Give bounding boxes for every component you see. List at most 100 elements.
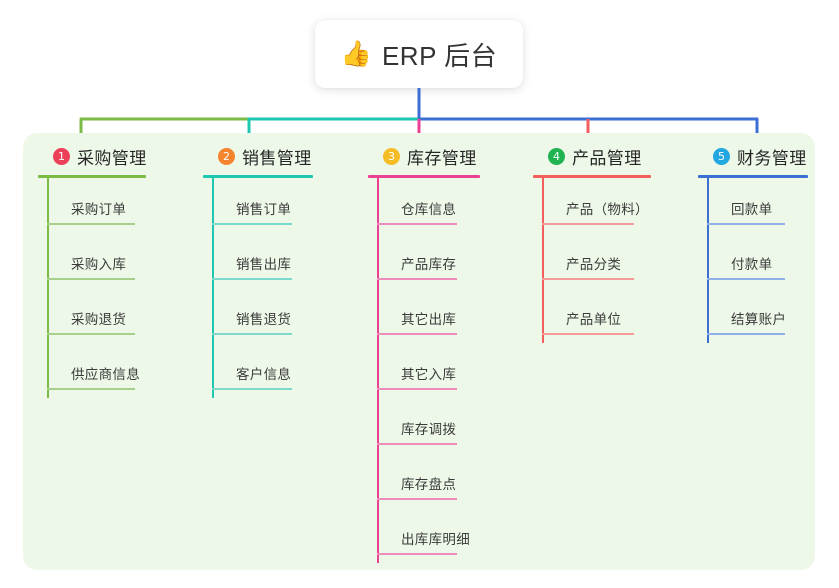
branch-item[interactable]: 采购订单 (38, 178, 150, 233)
branch-column-1: 1 采购管理采购订单采购入库采购退货供应商信息 (38, 143, 150, 398)
branch-title: 财务管理 (737, 148, 807, 168)
branch-item-label: 回款单 (731, 202, 773, 217)
branch-item-underline (212, 333, 292, 335)
branch-item-label: 付款单 (731, 257, 773, 272)
branch-item-label: 采购入库 (71, 257, 127, 272)
branch-badge-2: 2 (218, 147, 235, 165)
branch-item-label: 出库库明细 (401, 532, 470, 547)
branch-item[interactable]: 产品（物料） (533, 178, 651, 233)
branch-item[interactable]: 结算账户 (698, 288, 808, 343)
branch-item[interactable]: 付款单 (698, 233, 808, 288)
branch-item-underline (707, 278, 785, 280)
branch-item-underline (707, 333, 785, 335)
branch-item-underline (47, 388, 135, 390)
branch-spine (707, 178, 709, 343)
branch-item-label: 仓库信息 (401, 202, 457, 217)
branch-item-label: 其它出库 (401, 312, 457, 327)
branch-badge-3: 3 (383, 147, 400, 165)
branch-item-underline (377, 553, 457, 555)
branch-item-label: 采购退货 (71, 312, 127, 327)
branch-item[interactable]: 销售订单 (203, 178, 315, 233)
branch-spine (212, 178, 214, 398)
branch-column-2: 2 销售管理销售订单销售出库销售退货客户信息 (203, 143, 315, 398)
branch-item[interactable]: 库存调拨 (368, 398, 480, 453)
branch-item-underline (47, 333, 135, 335)
branch-item[interactable]: 客户信息 (203, 343, 315, 398)
branch-item-underline (542, 333, 634, 335)
branch-item-underline (377, 498, 457, 500)
branch-badge-1: 1 (53, 147, 70, 165)
branch-item[interactable]: 供应商信息 (38, 343, 150, 398)
branch-spine (47, 178, 49, 398)
branch-items: 产品（物料） 产品分类产品单位 (533, 178, 651, 343)
branch-item-label: 产品库存 (401, 257, 457, 272)
branch-item-underline (377, 443, 457, 445)
branch-item-label: 产品（物料） (566, 202, 649, 217)
branch-item-underline (212, 388, 292, 390)
branch-underline (698, 175, 808, 178)
branch-item-label: 库存盘点 (401, 477, 457, 492)
branch-item-underline (377, 278, 457, 280)
branch-item-underline (47, 278, 135, 280)
branch-item-underline (212, 223, 292, 225)
branch-item[interactable]: 采购退货 (38, 288, 150, 343)
root-title: ERP 后台 (381, 40, 498, 71)
branch-item-underline (542, 278, 634, 280)
branch-item-label: 产品单位 (566, 312, 622, 327)
branch-item[interactable]: 产品库存 (368, 233, 480, 288)
branch-items: 采购订单采购入库采购退货供应商信息 (38, 178, 150, 398)
branch-column-5: 5 财务管理回款单付款单结算账户 (698, 143, 808, 343)
branch-underline (533, 175, 651, 178)
branch-item[interactable]: 销售退货 (203, 288, 315, 343)
branch-column-3: 3 库存管理仓库信息产品库存其它出库其它入库库存调拨库存盘点出库库明细 (368, 143, 480, 563)
branch-item-label: 其它入库 (401, 367, 457, 382)
branch-item-label: 采购订单 (71, 202, 127, 217)
branch-item[interactable]: 库存盘点 (368, 453, 480, 508)
branch-item-underline (377, 223, 457, 225)
thumbs-up-icon: 👍 (340, 39, 372, 68)
branch-title: 库存管理 (407, 148, 477, 168)
branch-header-4[interactable]: 4 产品管理 (533, 143, 651, 169)
branch-item[interactable]: 出库库明细 (368, 508, 480, 563)
branch-badge-4: 4 (548, 147, 565, 165)
branch-underline (368, 175, 480, 178)
branch-title: 产品管理 (572, 148, 642, 168)
branch-spine (542, 178, 544, 343)
branch-header-3[interactable]: 3 库存管理 (368, 143, 480, 169)
branch-item[interactable]: 产品分类 (533, 233, 651, 288)
root-node[interactable]: 👍 ERP 后台 (315, 20, 523, 88)
branch-item[interactable]: 销售出库 (203, 233, 315, 288)
branch-item[interactable]: 仓库信息 (368, 178, 480, 233)
branch-item[interactable]: 回款单 (698, 178, 808, 233)
branch-items: 销售订单销售出库销售退货客户信息 (203, 178, 315, 398)
branch-item-label: 产品分类 (566, 257, 622, 272)
diagram-panel (23, 133, 815, 570)
branch-underline (203, 175, 313, 178)
branch-item[interactable]: 其它出库 (368, 288, 480, 343)
branch-spine (377, 178, 379, 563)
branch-header-2[interactable]: 2 销售管理 (203, 143, 315, 169)
branch-items: 回款单付款单结算账户 (698, 178, 808, 343)
branch-item-underline (212, 278, 292, 280)
branch-item-label: 销售订单 (236, 202, 292, 217)
branch-underline (38, 175, 146, 178)
branch-item-label: 客户信息 (236, 367, 292, 382)
branch-item-underline (542, 223, 634, 225)
branch-item-label: 库存调拨 (401, 422, 457, 437)
branch-item-underline (47, 223, 135, 225)
branch-title: 采购管理 (77, 148, 147, 168)
branch-header-1[interactable]: 1 采购管理 (38, 143, 150, 169)
branch-items: 仓库信息产品库存其它出库其它入库库存调拨库存盘点出库库明细 (368, 178, 480, 563)
branch-title: 销售管理 (242, 148, 312, 168)
branch-item[interactable]: 产品单位 (533, 288, 651, 343)
branch-item-label: 供应商信息 (71, 367, 140, 382)
branch-item-label: 结算账户 (731, 312, 787, 327)
branch-item-label: 销售退货 (236, 312, 292, 327)
branch-header-5[interactable]: 5 财务管理 (698, 143, 808, 169)
branch-item[interactable]: 采购入库 (38, 233, 150, 288)
branch-column-4: 4 产品管理产品（物料） 产品分类产品单位 (533, 143, 651, 343)
branch-item-underline (707, 223, 785, 225)
branch-item[interactable]: 其它入库 (368, 343, 480, 398)
branch-badge-5: 5 (713, 147, 730, 165)
branch-item-label: 销售出库 (236, 257, 292, 272)
